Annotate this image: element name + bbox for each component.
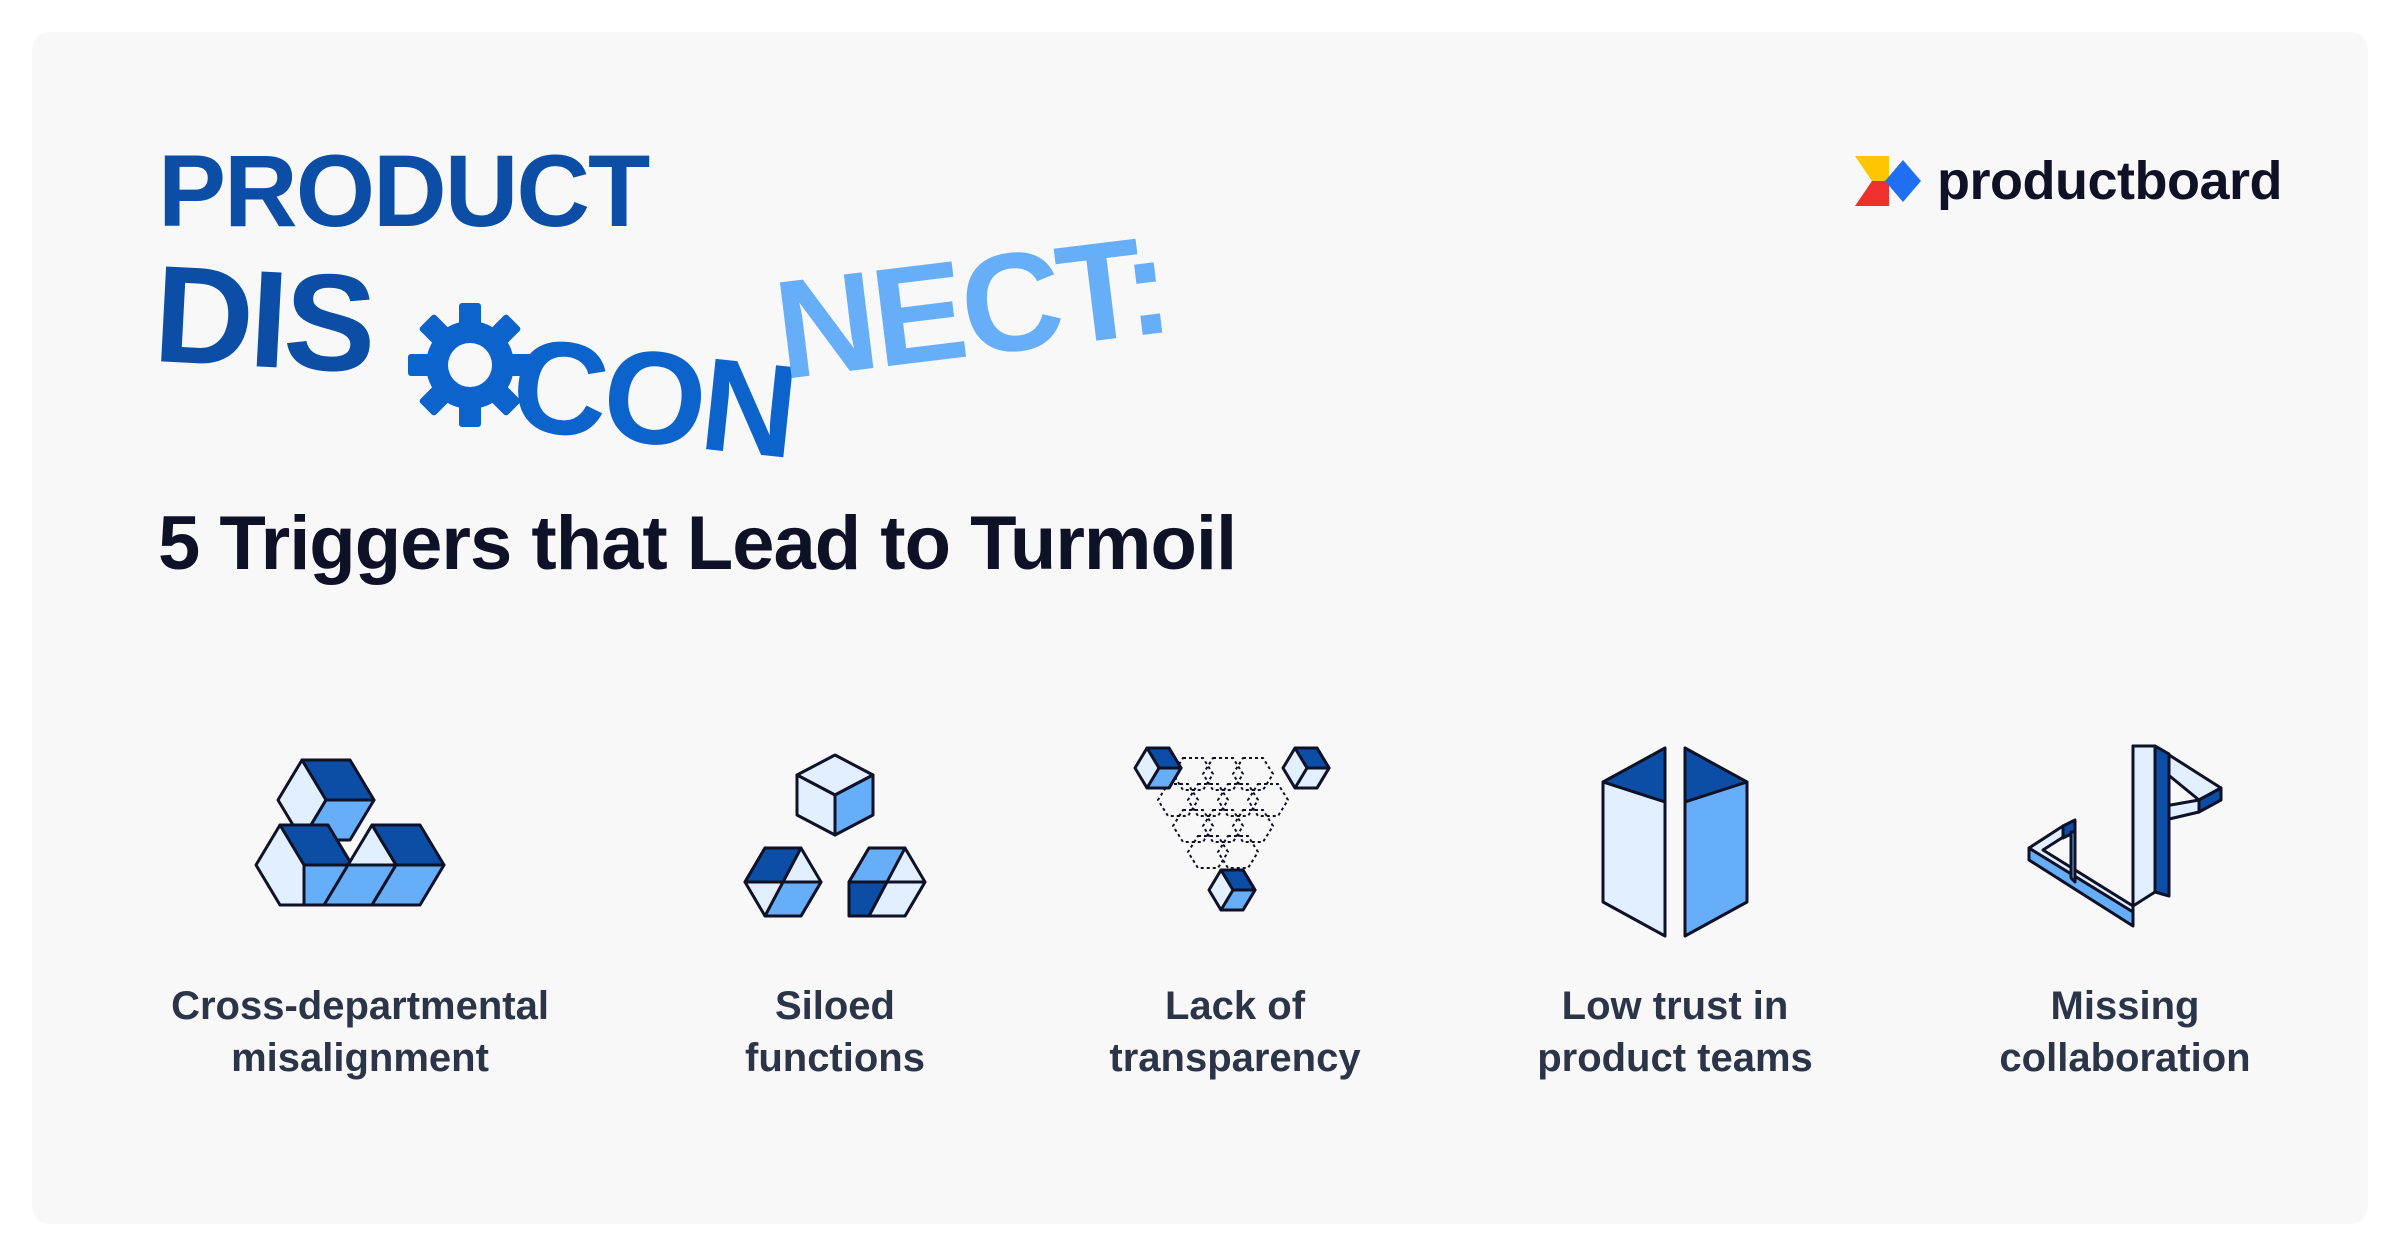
brand-name: productboard xyxy=(1937,151,2282,211)
recycling-cubes-icon xyxy=(254,758,446,907)
headline-product: PRODUCT xyxy=(158,134,650,248)
trigger-cross-departmental: Cross-departmental misalignment xyxy=(140,740,580,1084)
trigger-siloed-functions: Siloed functions xyxy=(615,740,1055,1084)
trigger-label: Low trust in product teams xyxy=(1537,984,1813,1080)
trigger-lack-of-transparency: Lack of transparency xyxy=(1015,740,1455,1084)
trigger-label: Lack of transparency xyxy=(1109,984,1361,1080)
headline-con: CON xyxy=(505,310,801,486)
dotted-hexagon-cubes-icon xyxy=(1133,746,1331,912)
gear-icon xyxy=(405,300,535,435)
trigger-label: Missing collaboration xyxy=(1999,984,2251,1080)
separated-cubes-icon xyxy=(743,753,927,918)
productboard-logo[interactable]: productboard xyxy=(1855,150,2282,212)
split-box-icon xyxy=(1601,746,1749,938)
trigger-label: Cross-departmental misalignment xyxy=(171,984,549,1080)
headline-dis: DIS xyxy=(150,237,377,403)
impossible-shape-icon xyxy=(2027,744,2223,928)
subtitle: 5 Triggers that Lead to Turmoil xyxy=(158,501,1237,586)
infographic-card xyxy=(32,32,2368,1224)
trigger-low-trust: Low trust in product teams xyxy=(1455,740,1895,1084)
productboard-mark-icon xyxy=(1855,156,1921,206)
trigger-missing-collaboration: Missing collaboration xyxy=(1905,740,2345,1084)
trigger-label: Siloed functions xyxy=(745,984,925,1080)
